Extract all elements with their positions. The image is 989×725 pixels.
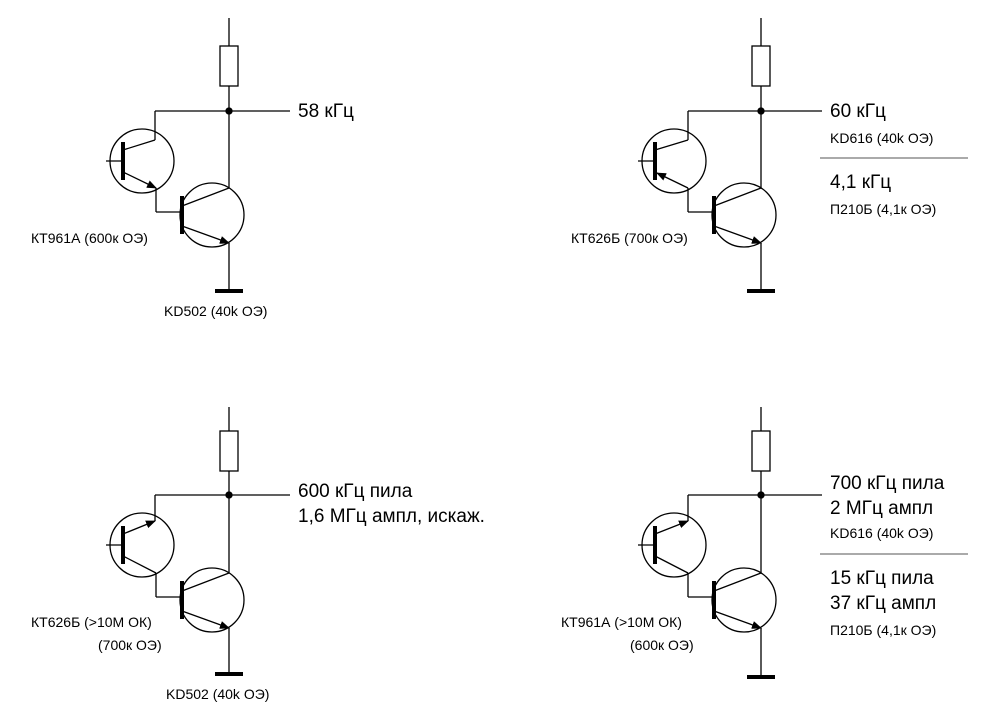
bottom-transistor-emitter (713, 225, 762, 244)
c3-freq-line-1: 600 кГц пила (298, 481, 413, 502)
c4-variant-b-freq-line-2: 37 кГц ампл (830, 593, 936, 614)
bottom-transistor-emitter (181, 225, 230, 244)
c3-freq-line-2: 1,6 МГц ампл, искаж. (298, 506, 485, 527)
c2-variant-a-label: KD616 (40k ОЭ) (830, 130, 933, 146)
circuit-2 (638, 18, 968, 293)
c1-freq: 58 кГц (298, 101, 354, 122)
c2-freq: 60 кГц (830, 101, 886, 122)
c3-bottom-transistor-label: KD502 (40k ОЭ) (166, 686, 269, 702)
c4-top-transistor-label-1: КТ961А (>10М ОК) (561, 614, 682, 630)
c2-variant-b-label: П210Б (4,1к ОЭ) (830, 201, 936, 217)
bottom-transistor-collector (713, 572, 762, 592)
top-transistor-collector (122, 139, 156, 151)
c4-variant-a-label: KD616 (40k ОЭ) (830, 525, 933, 541)
bottom-transistor-collector (181, 187, 230, 207)
c4-variant-b-freq-line-1: 15 кГц пила (830, 568, 934, 589)
bottom-transistor-collector (181, 572, 230, 592)
c4-freq-line-2: 2 МГц ампл (830, 498, 933, 519)
circuit-3 (106, 407, 290, 676)
top-transistor-collector (654, 555, 689, 574)
top-transistor-emitter (654, 520, 689, 535)
load-resistor (219, 430, 239, 472)
top-transistor-emitter (656, 172, 689, 189)
c3-top-transistor-label-2: (700к ОЭ) (98, 637, 162, 653)
load-resistor (751, 45, 771, 87)
c1-top-transistor-label: КТ961А (600к ОЭ) (31, 230, 148, 246)
bottom-transistor-emitter (181, 610, 230, 629)
c2-variant-b-freq: 4,1 кГц (830, 172, 891, 193)
c4-variant-b-label: П210Б (4,1к ОЭ) (830, 622, 936, 638)
c4-freq-line-1: 700 кГц пила (830, 473, 945, 494)
top-transistor-collector (654, 139, 689, 151)
circuit-1 (106, 18, 290, 293)
c4-top-transistor-label-2: (600к ОЭ) (630, 637, 694, 653)
top-transistor-emitter (122, 520, 156, 535)
load-resistor (219, 45, 239, 87)
c3-top-transistor-label-1: КТ626Б (>10М ОК) (31, 614, 152, 630)
c1-bottom-transistor-label: KD502 (40k ОЭ) (164, 303, 267, 319)
top-transistor-emitter (122, 171, 157, 189)
bottom-transistor-collector (713, 187, 762, 207)
circuit-4 (638, 407, 968, 679)
top-transistor-collector (122, 555, 157, 574)
bottom-transistor-emitter (713, 610, 762, 629)
c2-top-transistor-label: КТ626Б (700к ОЭ) (571, 230, 688, 246)
load-resistor (751, 430, 771, 472)
